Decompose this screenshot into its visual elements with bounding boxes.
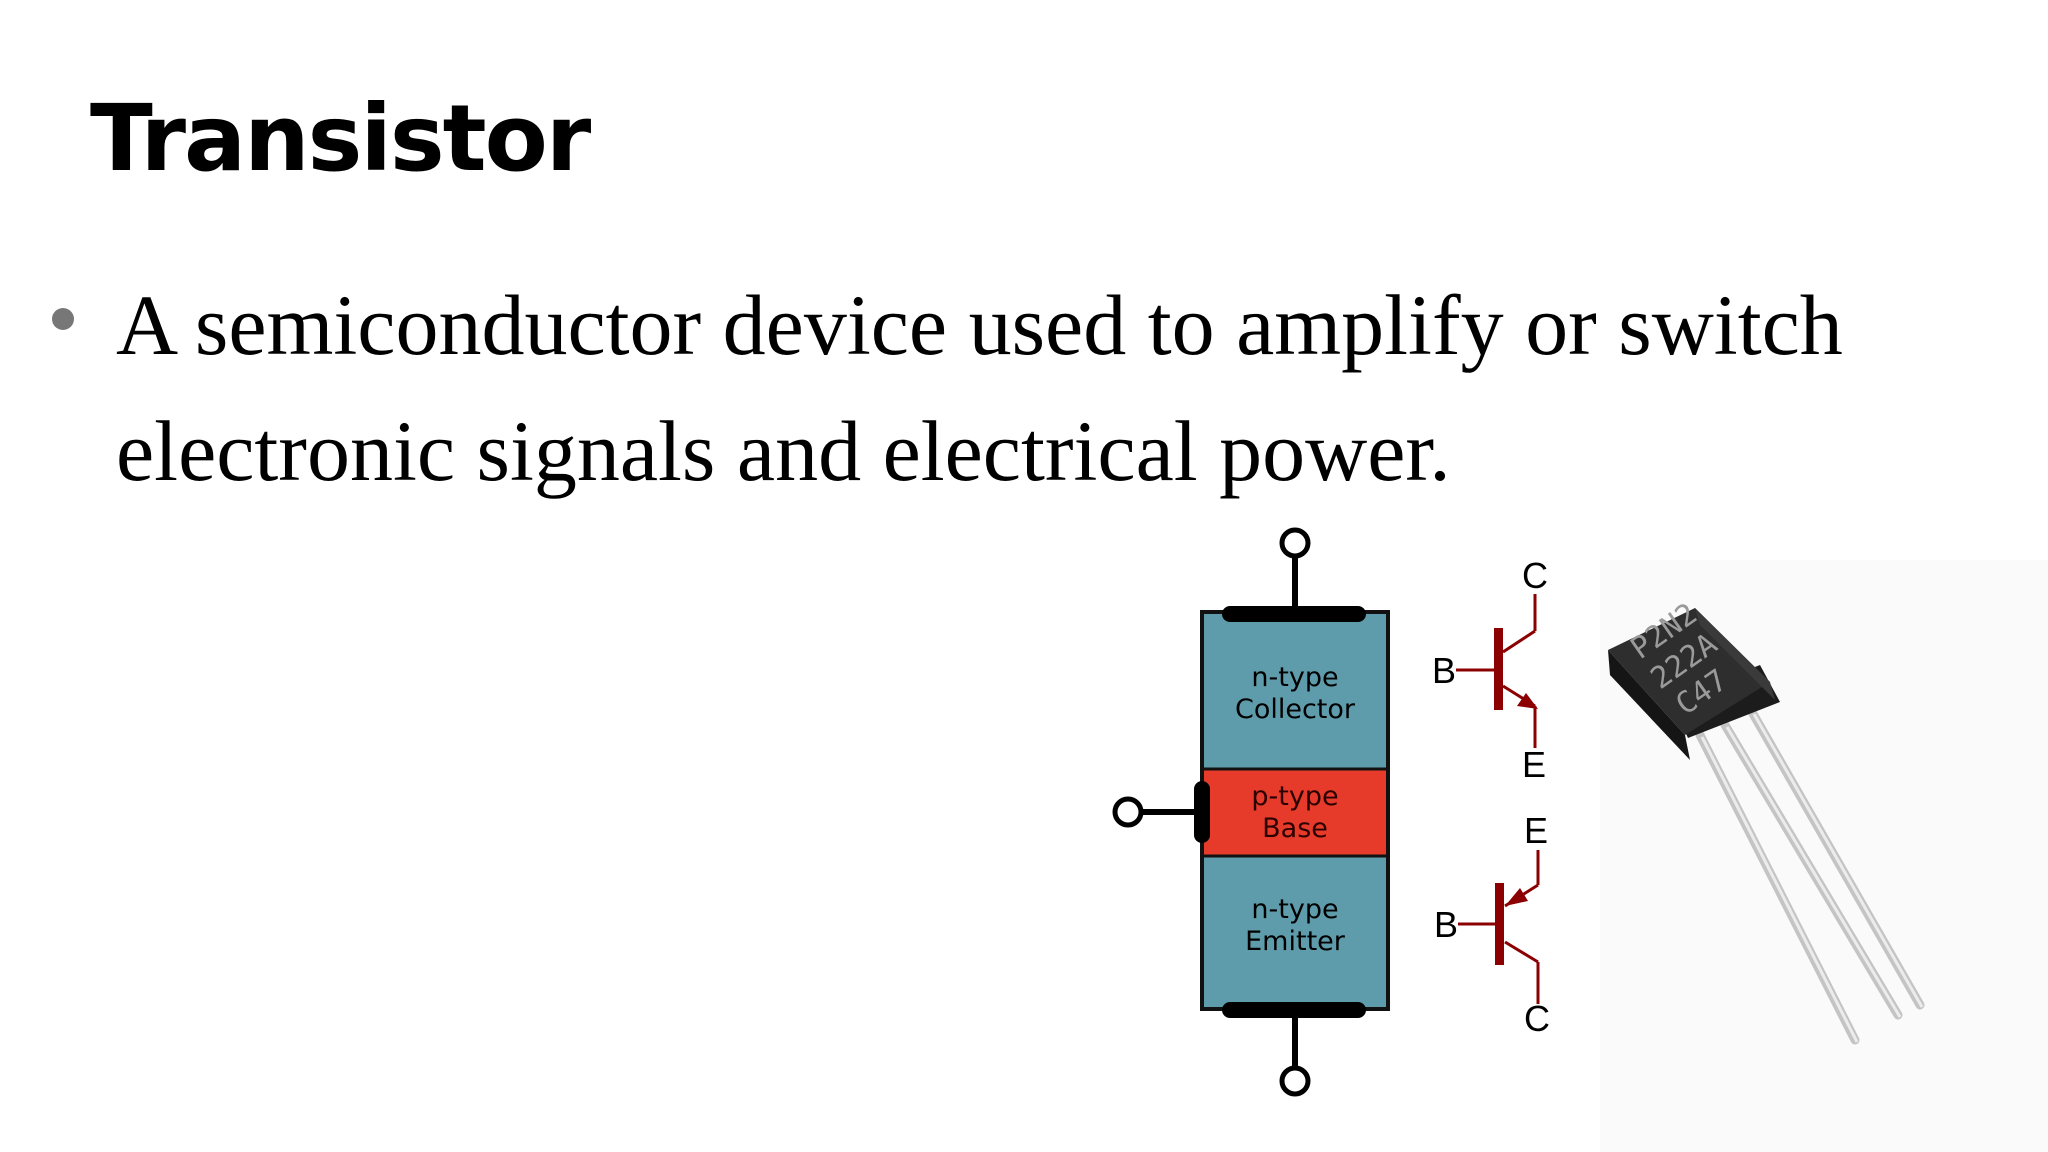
bullet-text-line-2: electronic signals and electrical power. [116, 403, 1451, 499]
bullet-text-line-1: A semiconductor device used to amplify o… [116, 277, 1843, 373]
collector-region [1204, 614, 1386, 768]
base-name-label: Base [1262, 813, 1328, 844]
emitter-name-label: Emitter [1245, 926, 1346, 957]
emitter-terminal [1279, 1065, 1311, 1097]
base-type-label: p-type [1251, 781, 1338, 812]
npn-symbol: C B E [1432, 555, 1548, 785]
layer-diagram: n-type Collector p-type Base n-type Emit… [1112, 527, 1390, 1097]
pnp-emitter-label: E [1524, 810, 1548, 851]
pnp-symbol: E B C [1434, 810, 1550, 1039]
base-region [1204, 770, 1386, 855]
pnp-base-label: B [1434, 904, 1458, 945]
slide-title: Transistor [90, 85, 591, 192]
collector-name-label: Collector [1235, 694, 1356, 725]
base-terminal [1112, 796, 1144, 828]
pnp-collector-label: C [1524, 998, 1550, 1039]
collector-terminal [1279, 527, 1311, 559]
emitter-region [1204, 857, 1386, 1007]
collector-type-label: n-type [1251, 662, 1338, 693]
npn-base-label: B [1432, 650, 1456, 691]
emitter-type-label: n-type [1251, 894, 1338, 925]
base-contact [1194, 781, 1210, 843]
npn-collector-label: C [1522, 555, 1548, 596]
bullet-icon [52, 308, 74, 330]
transistor-photo: P2N2 222A C47 [1600, 560, 2048, 1152]
emitter-contact [1222, 1002, 1366, 1018]
collector-contact [1222, 606, 1366, 622]
npn-emitter-label: E [1522, 744, 1546, 785]
